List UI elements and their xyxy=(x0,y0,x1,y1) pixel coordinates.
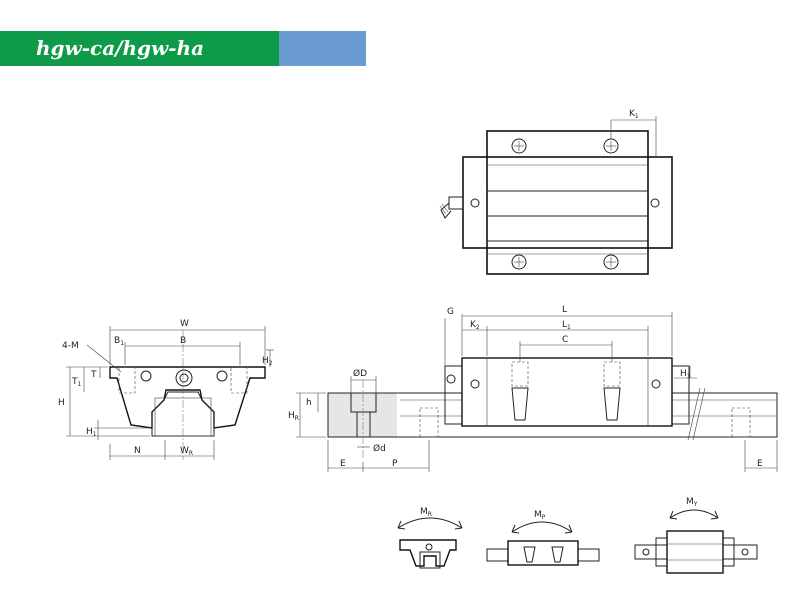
label-l: L xyxy=(562,305,567,315)
dim-k1: K1 xyxy=(610,109,657,157)
label-wr: WR xyxy=(180,446,193,457)
label-n: N xyxy=(134,446,141,456)
label-4-m: 4-M xyxy=(62,341,79,351)
side-view-end-seal xyxy=(444,365,463,425)
label-h-small: h xyxy=(306,398,312,408)
label-t1: T1 xyxy=(71,377,82,388)
end-view-rail xyxy=(151,391,215,437)
label-k2: K2 xyxy=(470,320,480,331)
label-e: E xyxy=(340,459,346,469)
label-h1: H1 xyxy=(86,427,97,438)
header-green-block xyxy=(0,31,279,66)
header-blue-block xyxy=(279,31,366,66)
top-view-mounting-hole xyxy=(603,138,619,154)
label-b1: B1 xyxy=(114,336,124,347)
label-phi-d-big: ØD xyxy=(353,368,367,379)
label-h2: H2 xyxy=(262,356,273,367)
top-view-block xyxy=(486,130,649,275)
end-view: W B B1 4-M H H1 T1 T H2 N WR xyxy=(58,319,274,460)
side-view: G L K2 L1 C H3 ØD Ød h HR xyxy=(288,305,778,472)
end-view-block-body xyxy=(109,366,266,429)
label-l1: L1 xyxy=(562,320,571,331)
rail-shaded-section xyxy=(328,393,397,437)
header-bar: hgw-ca/hgw-ha xyxy=(0,31,366,66)
top-view-end-seal xyxy=(462,156,673,249)
label-p: P xyxy=(392,459,398,469)
moment-mr-diagram: MR xyxy=(397,507,463,569)
page-title: hgw-ca/hgw-ha xyxy=(36,36,205,60)
top-view-mounting-hole xyxy=(511,138,527,154)
grease-nipple-icon xyxy=(439,196,464,219)
label-hr: HR xyxy=(288,411,299,422)
label-mr: MR xyxy=(420,507,432,518)
label-mp: MP xyxy=(534,510,546,521)
label-b: B xyxy=(180,336,186,346)
label-g: G xyxy=(447,307,454,317)
moment-mp-diagram: MP xyxy=(486,510,600,566)
label-phi-d-small: Ød xyxy=(373,443,386,454)
label-e-right: E xyxy=(757,459,763,469)
label-w: W xyxy=(180,319,189,329)
side-view-block xyxy=(461,357,673,427)
label-my: MY xyxy=(686,497,698,508)
label-h: H xyxy=(58,398,65,408)
label-t: T xyxy=(90,370,97,380)
top-view-mounting-hole xyxy=(603,254,619,270)
label-c: C xyxy=(562,335,568,345)
label-k1: K1 xyxy=(629,109,639,120)
moment-my-diagram: MY xyxy=(634,497,758,574)
top-view-mounting-hole xyxy=(511,254,527,270)
end-view-lube-fitting-icon xyxy=(175,369,193,387)
top-view: K1 xyxy=(439,109,673,275)
label-h3: H3 xyxy=(680,369,691,380)
